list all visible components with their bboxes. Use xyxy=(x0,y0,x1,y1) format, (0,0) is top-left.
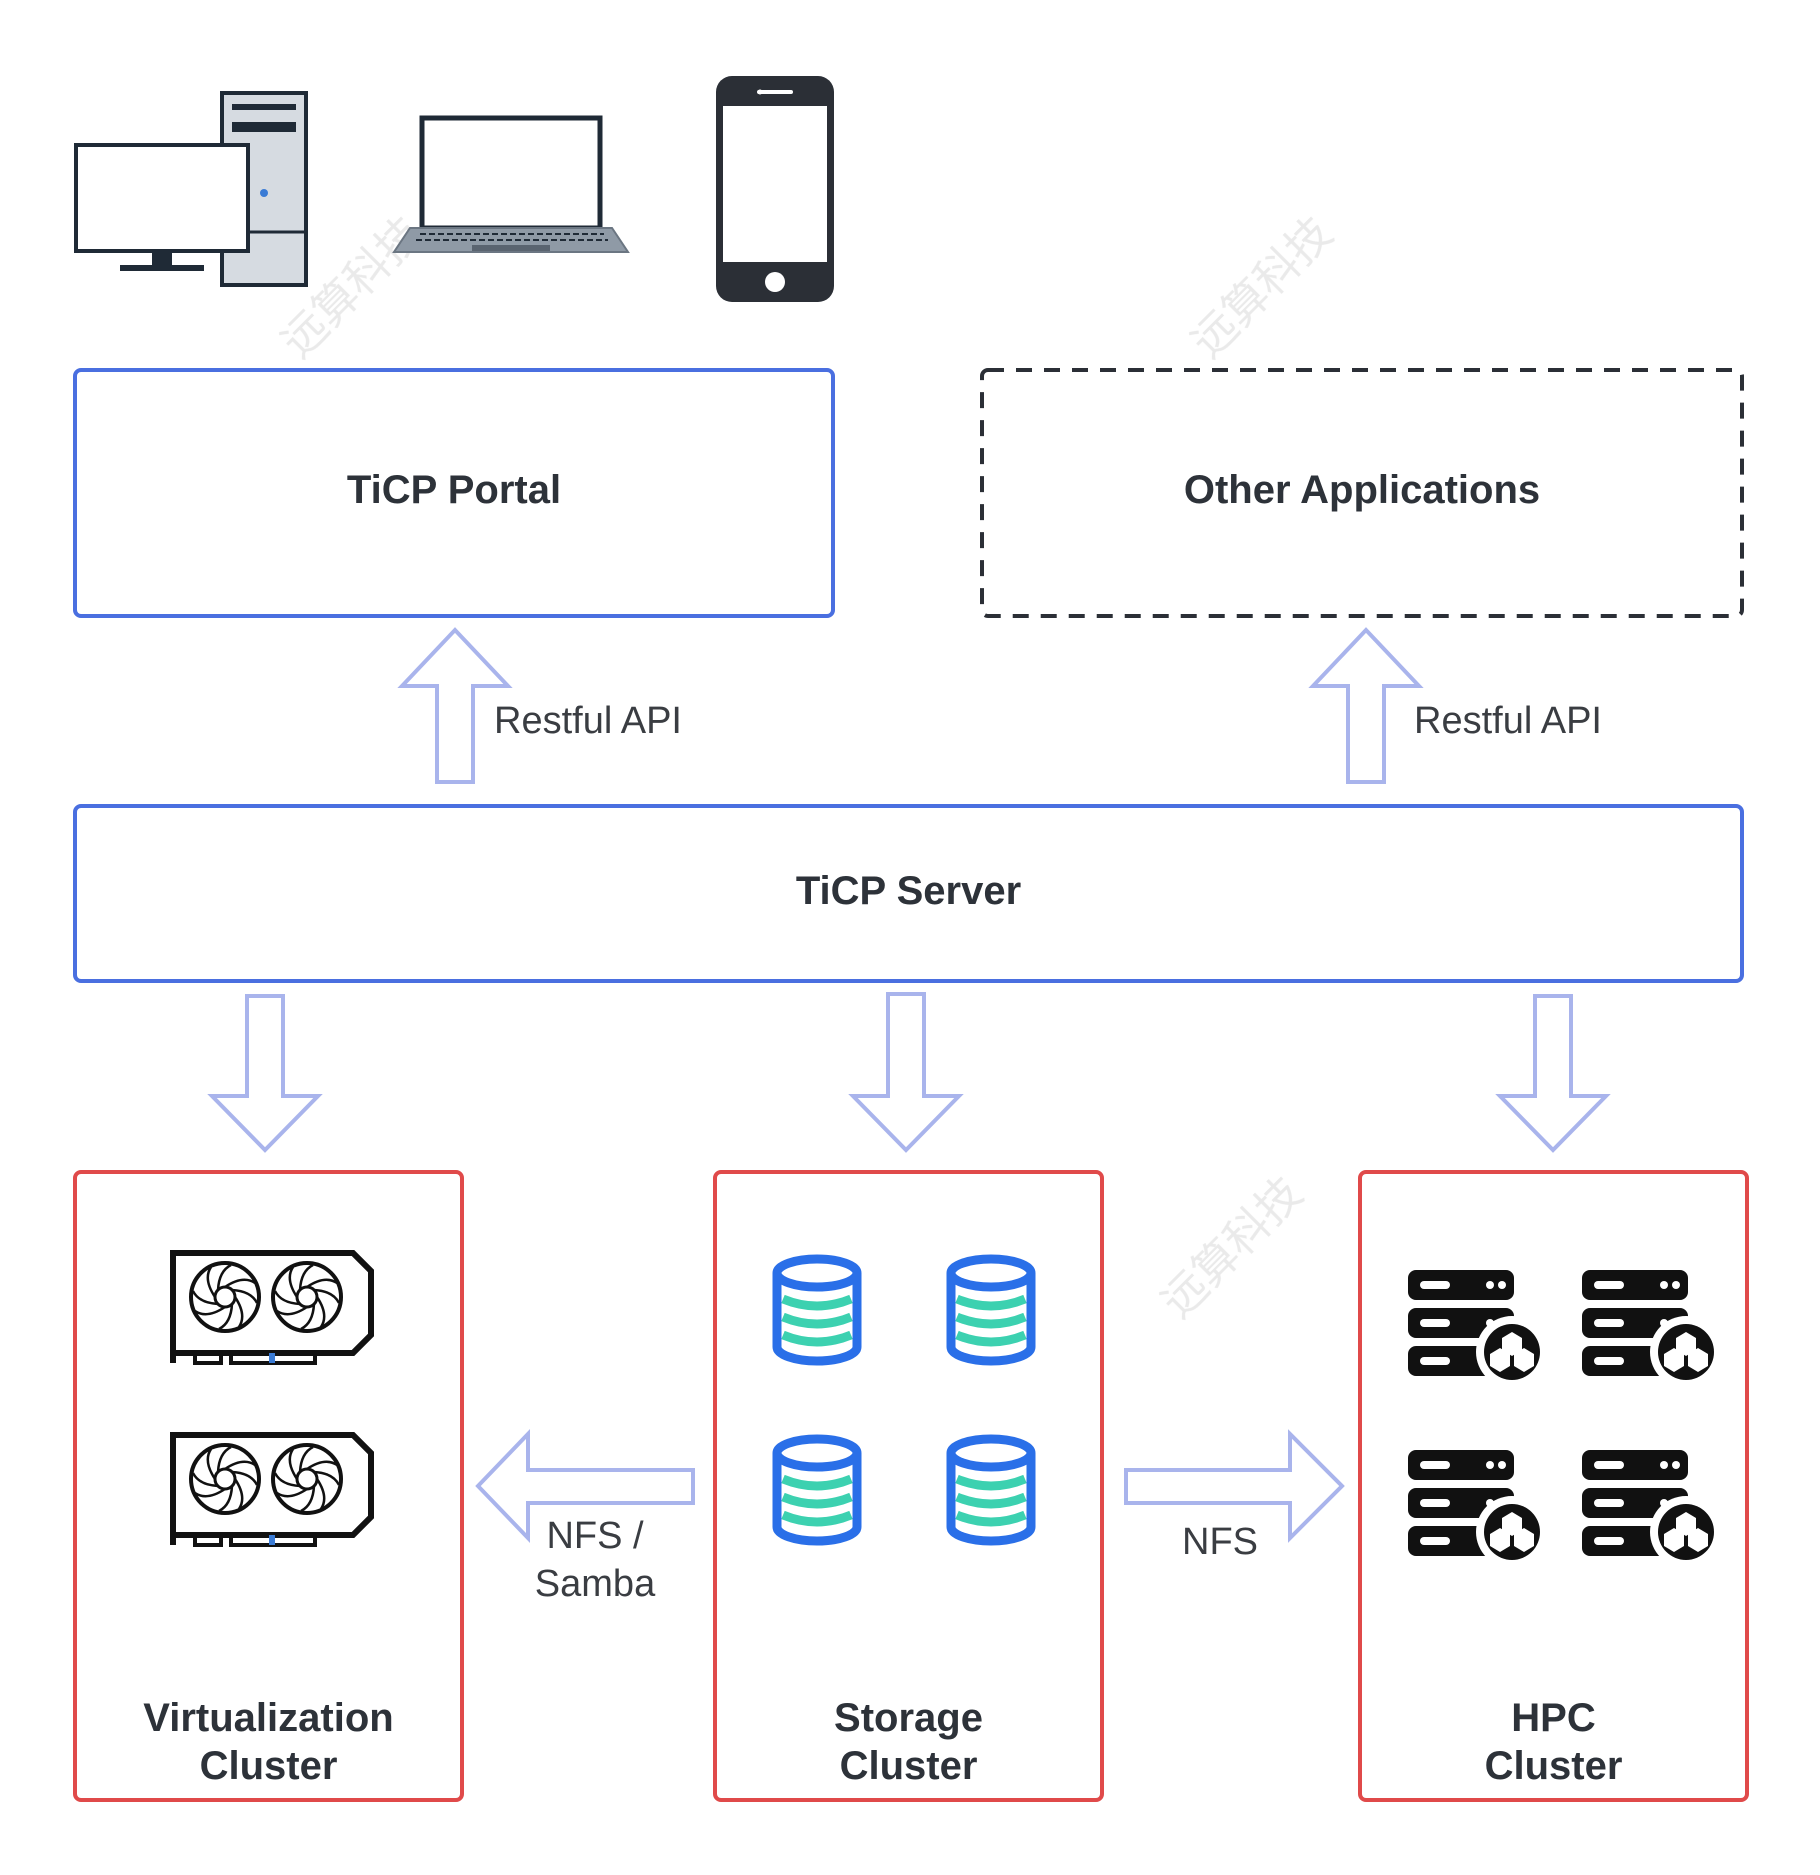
database-icon xyxy=(777,1439,857,1541)
server-rack-icon xyxy=(1408,1450,1548,1568)
virtualization-cluster-title-line1: Virtualization xyxy=(143,1696,394,1740)
svg-text:远算科技: 远算科技 xyxy=(1182,207,1343,368)
ticp-server-title: TiCP Server xyxy=(795,869,1022,913)
desktop-icon xyxy=(74,91,308,287)
other-apps-api-label: Restful API xyxy=(1414,700,1602,742)
virtualization-cluster-title-line2: Cluster xyxy=(199,1744,338,1788)
database-icon xyxy=(951,1439,1031,1541)
nfs-samba-label-line2: Samba xyxy=(534,1563,656,1605)
svg-text:远算科技: 远算科技 xyxy=(1152,1167,1313,1328)
storage-cluster-title-line2: Cluster xyxy=(839,1744,978,1788)
nfs-samba-label: NFS / Samba xyxy=(500,1512,690,1608)
watermark: 远算科技 远算科技 远算科技 xyxy=(272,207,1343,1328)
storage-cluster-title: Storage Cluster xyxy=(715,1694,1102,1790)
arrow-server-to-hpc xyxy=(1495,994,1611,1153)
arrow-storage-to-hpc xyxy=(1124,1429,1345,1543)
hpc-cluster-title-line1: HPC xyxy=(1511,1696,1596,1740)
arrow-server-to-other-apps xyxy=(1308,627,1424,784)
ticp-portal-title: TiCP Portal xyxy=(346,468,562,512)
arrow-server-to-portal xyxy=(397,627,513,784)
gpu-card-icon xyxy=(173,1253,371,1363)
nfs-samba-label-line1: NFS / xyxy=(546,1515,644,1557)
hpc-cluster-title-line2: Cluster xyxy=(1484,1744,1623,1788)
other-applications-box xyxy=(980,368,1744,618)
portal-api-label: Restful API xyxy=(494,700,682,742)
gpu-card-icon xyxy=(173,1435,371,1545)
arrow-server-to-storage xyxy=(848,992,964,1153)
hpc-cluster-box xyxy=(1358,1170,1749,1802)
laptop-icon xyxy=(392,115,630,253)
smartphone-icon xyxy=(716,76,834,302)
arrow-server-to-virtualization xyxy=(207,994,323,1153)
other-applications-title: Other Applications xyxy=(1183,468,1541,512)
hpc-cluster-title: HPC Cluster xyxy=(1360,1694,1747,1790)
virtualization-cluster-title: Virtualization Cluster xyxy=(75,1694,462,1790)
ticp-portal-box xyxy=(73,368,835,618)
storage-cluster-title-line1: Storage xyxy=(834,1696,983,1740)
server-rack-icon xyxy=(1582,1270,1722,1388)
server-rack-icon xyxy=(1408,1270,1548,1388)
virtualization-cluster-box xyxy=(73,1170,464,1802)
database-icon xyxy=(951,1259,1031,1361)
storage-cluster-box xyxy=(713,1170,1104,1802)
nfs-label: NFS xyxy=(1182,1521,1258,1563)
database-icon xyxy=(777,1259,857,1361)
arrow-storage-to-virtualization xyxy=(475,1429,695,1543)
server-rack-icon xyxy=(1582,1450,1722,1568)
ticp-server-box xyxy=(73,804,1744,983)
